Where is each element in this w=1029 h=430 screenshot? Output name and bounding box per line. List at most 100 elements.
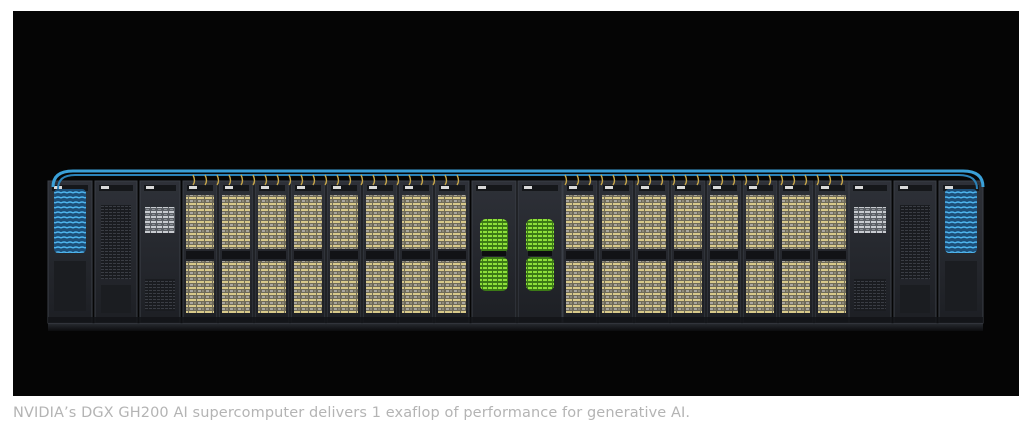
rack-top-panel — [783, 185, 809, 191]
compute-node-block — [402, 261, 430, 313]
cable-drop — [636, 174, 640, 186]
network-switch-block — [145, 207, 175, 233]
cable-drop — [228, 174, 232, 186]
rack-top-panel — [144, 185, 176, 191]
rack-indicator-light — [146, 186, 154, 189]
rack-top-panel — [439, 185, 465, 191]
compute-node-block — [746, 261, 774, 313]
compute-node-block — [638, 195, 666, 249]
rack-divider — [366, 251, 394, 259]
cable-drop — [696, 174, 700, 186]
compute-node-block — [402, 195, 430, 249]
rack-divider — [746, 251, 774, 259]
vent-panel — [854, 279, 886, 311]
rack-top-panel — [943, 185, 979, 191]
rack-indicator-light — [713, 186, 721, 189]
rack-door-panel — [945, 261, 977, 311]
rack-divider — [602, 251, 630, 259]
rack-divider — [222, 251, 250, 259]
cable-drop — [840, 174, 844, 186]
cable-drop — [732, 174, 736, 186]
rack-shadow — [48, 317, 983, 323]
compute-node-block — [782, 261, 810, 313]
rack-door-panel — [101, 285, 131, 313]
compute-node-block — [366, 261, 394, 313]
rack-indicator-light — [749, 186, 757, 189]
cable-drop — [444, 174, 448, 186]
compute-node-block — [818, 195, 846, 249]
cable-drop — [792, 174, 796, 186]
cable-drop — [564, 174, 568, 186]
rack-top-panel — [331, 185, 357, 191]
cable-drop — [756, 174, 760, 186]
cable-drop — [456, 174, 460, 186]
cable-drop — [672, 174, 676, 186]
cable-drop — [276, 174, 280, 186]
compute-node-block — [294, 261, 322, 313]
rack-top-panel — [675, 185, 701, 191]
rack-door-panel — [900, 285, 930, 313]
nvlink-switch — [480, 257, 508, 291]
cable-drop — [396, 174, 400, 186]
rack-indicator-light — [821, 186, 829, 189]
rack-divider — [566, 251, 594, 259]
vent-panel — [145, 279, 175, 311]
compute-node-block — [330, 261, 358, 313]
rack-indicator-light — [785, 186, 793, 189]
rack-top-panel — [259, 185, 285, 191]
rack-divider — [294, 251, 322, 259]
rack-top-panel — [52, 185, 88, 191]
rack-top-panel — [603, 185, 629, 191]
rack-indicator-light — [225, 186, 233, 189]
rack-array-illustration — [47, 169, 985, 331]
cable-drop — [828, 174, 832, 186]
cable-drop — [348, 174, 352, 186]
compute-node-block — [258, 195, 286, 249]
compute-node-block — [186, 195, 214, 249]
cable-drop — [252, 174, 256, 186]
cable-drop — [288, 174, 292, 186]
rack-divider — [818, 251, 846, 259]
cable-drop — [744, 174, 748, 186]
rack-top-panel — [711, 185, 737, 191]
compute-node-block — [438, 195, 466, 249]
rack-top-panel — [567, 185, 593, 191]
nvlink-switch — [526, 257, 554, 291]
cable-drop — [708, 174, 712, 186]
compute-node-block — [222, 261, 250, 313]
cable-drop — [648, 174, 652, 186]
compute-node-block — [818, 261, 846, 313]
cable-drop — [816, 174, 820, 186]
vent-panel — [101, 205, 131, 279]
cable-coil — [945, 189, 977, 253]
rack-top-panel — [403, 185, 429, 191]
compute-node-block — [222, 195, 250, 249]
cable-drop — [768, 174, 772, 186]
cable-drop — [372, 174, 376, 186]
rack-indicator-light — [405, 186, 413, 189]
rack-indicator-light — [441, 186, 449, 189]
rack-top-panel — [819, 185, 845, 191]
compute-node-block — [602, 195, 630, 249]
vent-panel — [900, 205, 930, 279]
compute-node-block — [710, 195, 738, 249]
compute-node-block — [674, 195, 702, 249]
cable-coil — [54, 189, 86, 253]
cable-drop — [240, 174, 244, 186]
figure-caption: NVIDIA’s DGX GH200 AI supercomputer deli… — [13, 405, 691, 421]
cable-drop — [612, 174, 616, 186]
cable-drop — [576, 174, 580, 186]
rack-divider — [528, 251, 552, 256]
rack-divider — [482, 251, 506, 256]
compute-node-block — [710, 261, 738, 313]
rack-divider — [186, 251, 214, 259]
rack-indicator-light — [333, 186, 341, 189]
rack-indicator-light — [297, 186, 305, 189]
rack-top-panel — [367, 185, 393, 191]
server-rack — [517, 180, 563, 324]
rack-top-panel — [522, 185, 558, 191]
cable-drop — [804, 174, 808, 186]
rack-top-panel — [639, 185, 665, 191]
nvlink-switch — [480, 219, 508, 253]
overhead-cable-tray — [51, 169, 985, 188]
